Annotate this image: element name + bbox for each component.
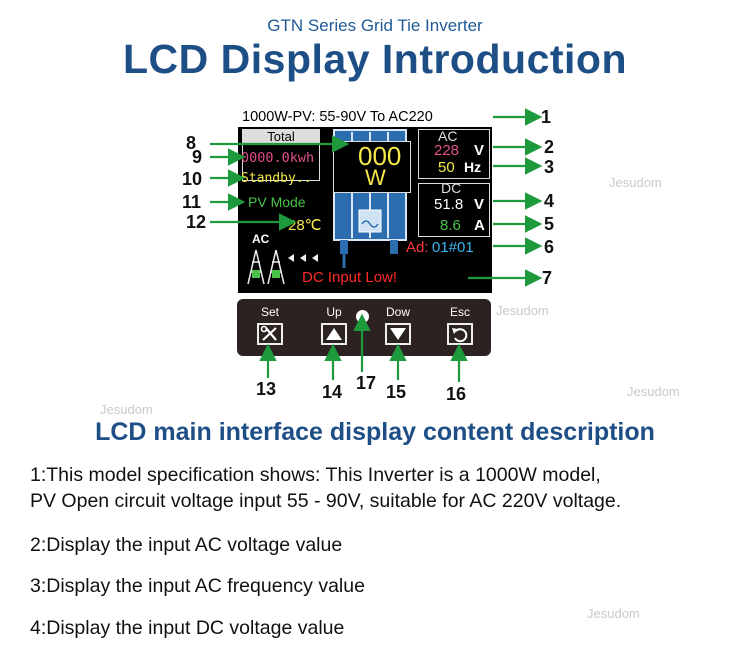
watermark: Jesudom — [609, 175, 662, 190]
lcd-model-line: 1000W-PV: 55-90V To AC220 — [238, 108, 492, 127]
description-item-2: 2:Display the input AC voltage value — [30, 534, 343, 556]
callout-number-7: 7 — [542, 268, 553, 288]
set-key-label: Set — [260, 305, 279, 319]
set-button[interactable] — [257, 323, 283, 345]
grid-tower-icon — [247, 249, 318, 285]
callout-number-14: 14 — [322, 382, 343, 402]
lcd-dc-current: 8.6 — [440, 217, 461, 234]
lcd-dc-box — [418, 183, 490, 237]
callout-number-6: 6 — [544, 237, 555, 257]
lcd-total-header — [242, 129, 320, 145]
description-item-4: 4:Display the input DC voltage value — [30, 617, 345, 639]
callout-number-13: 13 — [256, 379, 277, 399]
callout-number-1: 1 — [541, 107, 552, 127]
callout-number-11: 11 — [182, 192, 202, 212]
watermark: Jesudom — [100, 402, 153, 417]
callout-number-8: 8 — [186, 133, 197, 153]
callout-number-2: 2 — [544, 137, 555, 157]
up-key-label: Up — [326, 305, 342, 319]
lcd-address-label: Ad: — [406, 239, 429, 256]
lcd-dc-label: DC — [441, 180, 462, 196]
callout-number-10: 10 — [182, 169, 203, 189]
lcd-ac-voltage: 228 — [434, 142, 460, 159]
down-key-label: Dow — [385, 305, 410, 319]
callout-number-4: 4 — [544, 191, 555, 211]
description-item-1b: PV Open circuit voltage input 55 - 90V, … — [30, 490, 622, 512]
description-item-3: 3:Display the input AC frequency value — [30, 575, 365, 597]
lcd-grid-label: AC — [252, 232, 270, 246]
callout-number-16: 16 — [446, 384, 467, 404]
callout-number-15: 15 — [386, 382, 407, 402]
triangle-down-icon — [390, 328, 406, 340]
callout-number-5: 5 — [544, 214, 555, 234]
callout-number-17: 17 — [356, 373, 377, 393]
lcd-dc-voltage-unit: V — [474, 196, 485, 213]
lcd-status: Standby.. — [241, 171, 312, 186]
lcd-dc-voltage: 51.8 — [434, 196, 464, 213]
esc-button[interactable] — [447, 323, 473, 345]
header-subtitle: GTN Series Grid Tie Inverter — [267, 16, 483, 35]
description-title: LCD main interface display content descr… — [95, 418, 655, 446]
page-title: LCD Display Introduction — [123, 36, 627, 82]
lcd-power-unit: W — [365, 165, 386, 190]
lcd-ac-label: AC — [438, 128, 458, 144]
watermark: Jesudom — [627, 384, 680, 399]
lcd-ac-frequency: 50 — [438, 159, 455, 176]
callout-number-9: 9 — [192, 147, 203, 167]
callout-number-12: 12 — [186, 212, 207, 232]
lcd-energy-value: 0000.0kwh — [241, 150, 315, 166]
callout-number-3: 3 — [544, 157, 555, 177]
triangle-up-icon — [326, 328, 342, 340]
watermark: Jesudom — [496, 303, 549, 318]
description-item-1: 1:This model specification shows: This I… — [30, 464, 601, 486]
lcd-ac-box — [418, 129, 490, 179]
esc-key-label: Esc — [449, 305, 470, 319]
return-arrow-icon — [452, 328, 468, 343]
lcd-screen: 1000W-PV: 55-90V To AC220 Total 0000.0kw… — [238, 108, 492, 293]
wrench-screwdriver-icon — [260, 325, 277, 341]
lcd-ac-voltage-unit: V — [474, 142, 485, 159]
lcd-address-value: 01#01 — [432, 239, 474, 256]
lcd-power-value: 000 — [358, 141, 402, 171]
lcd-total-label: Total — [267, 129, 295, 144]
watermark: Jesudom — [587, 606, 640, 621]
lcd-warning: DC Input Low! — [302, 269, 398, 286]
lcd-dc-current-unit: A — [474, 217, 485, 234]
lcd-ac-frequency-unit: Hz — [464, 159, 482, 175]
lcd-mode: PV Mode — [248, 194, 306, 210]
